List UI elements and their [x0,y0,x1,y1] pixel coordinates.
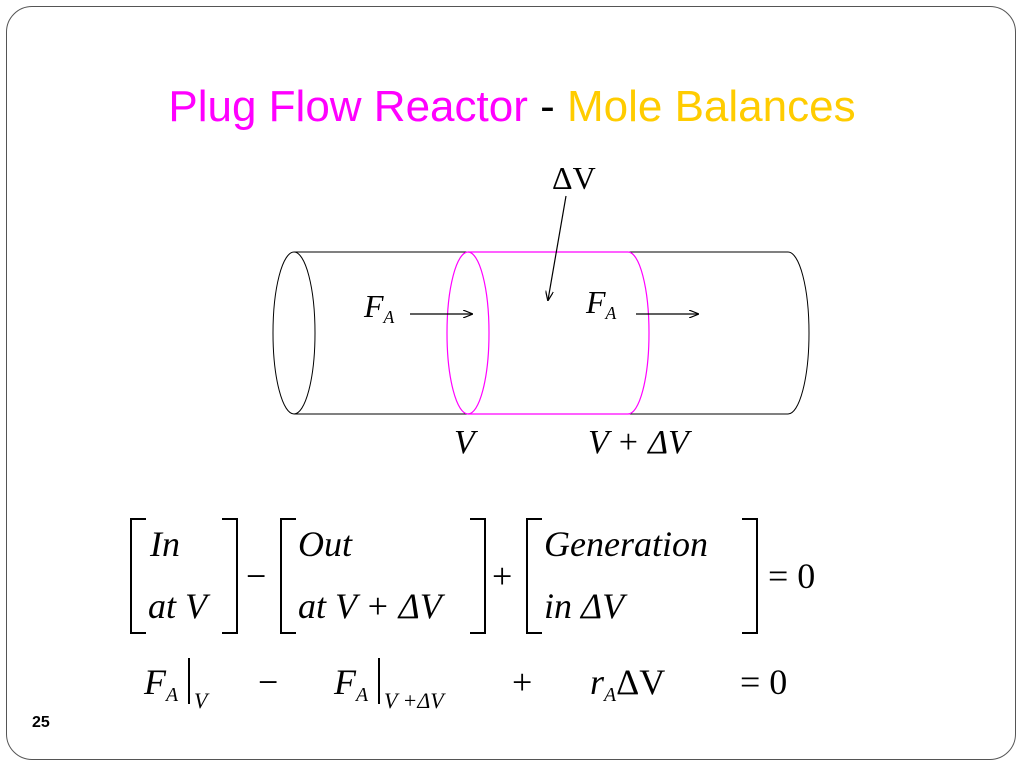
eval-at-v: V [194,688,208,713]
gen-top-text: Generation [544,524,708,564]
gen-close-bracket [742,518,758,634]
out-open-bracket [280,518,296,634]
word-equals-zero: = 0 [768,556,816,596]
eval-bar-v-plus [378,658,380,704]
slide-number: 25 [32,714,50,731]
in-open-bracket [130,518,146,634]
out-top-text: Out [298,524,352,564]
gen-bottom-text: in ΔV [544,586,625,626]
tube-inlet-end [272,251,316,415]
flow-in-label: FA [364,288,395,328]
fa-at-v-term: FA [144,662,179,706]
in-close-bracket [222,518,238,634]
symbol-equals-zero: = 0 [740,662,788,702]
tube-outlet-end [787,251,810,415]
eval-bar-v [188,658,190,704]
title-plug-flow-reactor: Plug Flow Reactor [168,82,528,131]
word-minus: − [246,556,267,596]
slide-title: Plug Flow Reactor - Mole Balances [0,82,1024,132]
control-volume-right-face [627,251,650,415]
word-plus: + [492,556,513,596]
fa-at-v-plus-term: FA [334,662,369,706]
out-bottom-text: at V + ΔV [298,586,442,626]
symbol-minus: − [258,662,279,702]
generation-term: rAΔV [590,662,666,706]
control-volume-left-face [446,251,490,415]
in-top-text: In [150,524,180,564]
position-v-label: V [454,424,475,461]
eval-at-v-plus: V +ΔV [384,688,444,713]
gen-open-bracket [526,518,542,634]
symbol-plus: + [512,662,533,702]
in-bottom-text: at V [148,586,207,626]
delta-v-pointer-arrow [548,195,567,300]
out-close-bracket [470,518,486,634]
title-dash: - [527,82,567,131]
position-v-plus-delta-label: V + ΔV [588,424,689,461]
title-mole-balances: Mole Balances [566,82,856,131]
delta-v-label: ΔV [552,160,596,196]
flow-out-label: FA [586,284,617,324]
slide-frame [6,6,1016,760]
